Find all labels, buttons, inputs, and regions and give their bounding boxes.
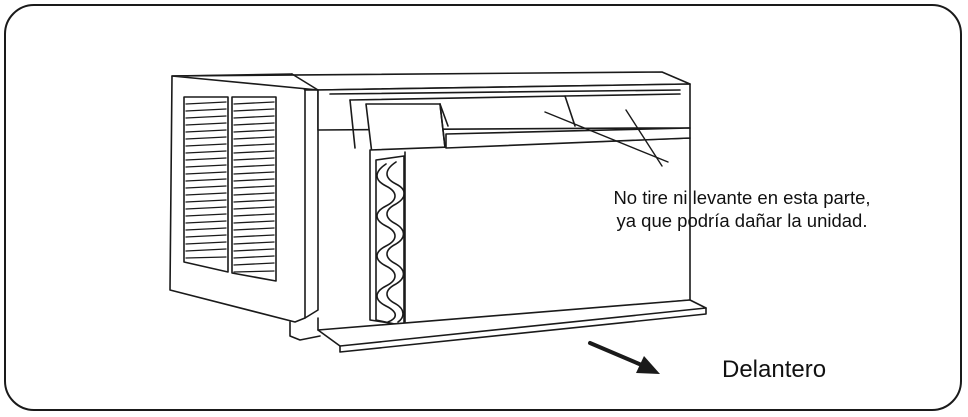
caution-note: No tire ni levante en esta parte, ya que… <box>552 186 932 232</box>
front-direction-label: Delantero <box>722 356 827 383</box>
base-tray <box>317 299 707 353</box>
side-louvers <box>183 96 277 282</box>
caution-line-2: ya que podría dañar la unidad. <box>616 210 868 231</box>
arrow-down-right-icon <box>588 341 660 374</box>
callout-lines <box>544 109 669 167</box>
coil-fins <box>375 155 406 327</box>
caution-line-1: No tire ni levante en esta parte, <box>613 187 871 208</box>
chassis-front <box>369 127 691 327</box>
